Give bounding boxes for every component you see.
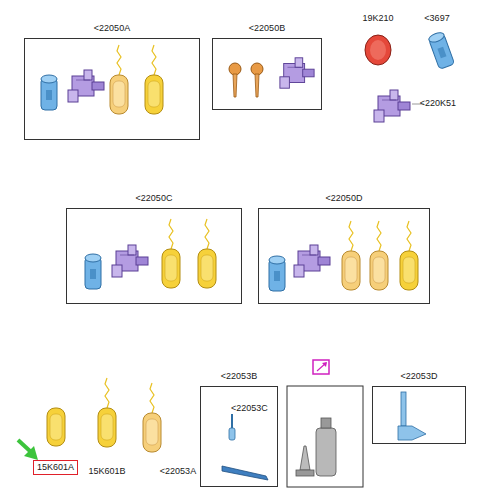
kit-callout: <22050B	[249, 23, 285, 34]
kit-callout: <22053D	[401, 371, 438, 382]
kit-box: <22050C	[66, 208, 242, 304]
kit-callout: <22050A	[94, 23, 130, 34]
kit-box: <22050D	[258, 208, 430, 304]
callout-number: 15K601B	[88, 466, 125, 477]
kit-callout: <22050D	[326, 193, 363, 204]
part-number-box: 15K601A	[33, 460, 78, 475]
kit-box: <22053B<22053C	[200, 386, 278, 487]
kit-callout: <22050C	[136, 193, 173, 204]
callout-number: 19K210	[362, 13, 393, 24]
part-number: 15K601A	[37, 462, 74, 473]
callout-number: <3697	[424, 13, 449, 24]
kit-box: <22050A	[24, 38, 200, 140]
kit-callout: <22053B	[221, 371, 257, 382]
callout-number: <22053C	[231, 403, 268, 414]
callout-number: <22053A	[160, 466, 196, 477]
callout-number: <220K51	[420, 98, 456, 109]
kit-box: <22053D	[372, 386, 466, 444]
kit-box: <22050B	[212, 38, 322, 110]
